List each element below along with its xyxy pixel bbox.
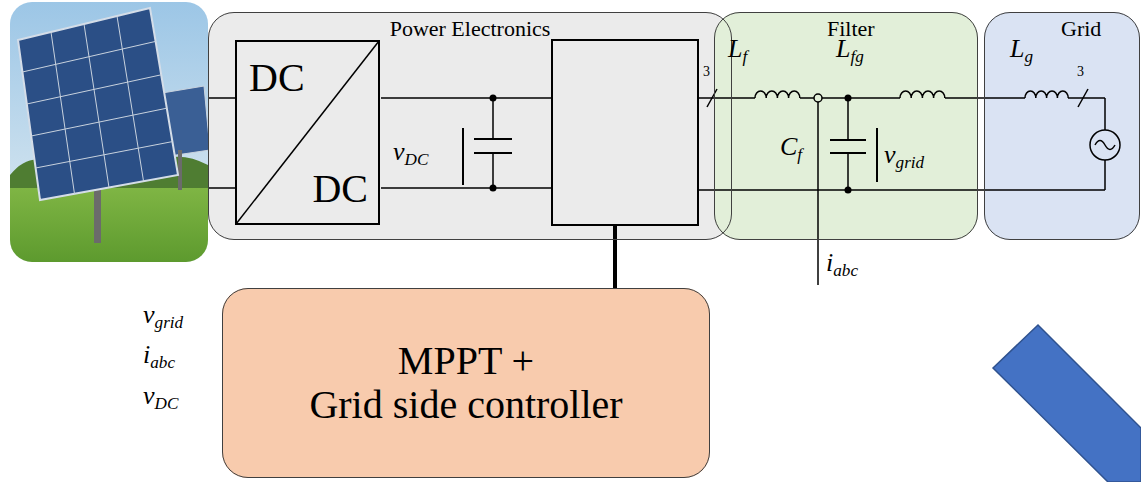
control-connection xyxy=(613,240,617,288)
inductor-symbol xyxy=(900,91,945,98)
panel-fill xyxy=(208,12,732,240)
grid-source xyxy=(1090,130,1120,160)
signal-name: iabc xyxy=(143,340,175,370)
converter-label: DC xyxy=(312,167,368,211)
panel-fill xyxy=(984,12,1140,240)
component-name: Lfg xyxy=(836,34,864,64)
converter-diagonal xyxy=(236,41,379,224)
phase-count: 3 xyxy=(703,64,710,80)
sensor-leader xyxy=(817,102,819,285)
panel: Power ElectronicsDC DC xyxy=(208,12,732,240)
inductor-symbol xyxy=(1025,91,1068,98)
signal-name: vgrid xyxy=(884,140,924,170)
current-sensor xyxy=(814,94,822,102)
converter-box: DC DC xyxy=(235,40,380,225)
panel-fill xyxy=(714,12,978,240)
solar-panel-photo xyxy=(10,2,208,262)
inverter-box xyxy=(552,40,698,225)
signal-name: vDC xyxy=(393,137,428,167)
component-name: Cf xyxy=(780,132,802,162)
panel: Grid xyxy=(984,12,1140,240)
inductor-symbol xyxy=(755,91,800,98)
panel-title: Power Electronics xyxy=(209,17,731,41)
panel-fills xyxy=(208,12,1140,478)
controller-text: MPPT + xyxy=(398,339,534,383)
controller-box: MPPT +Grid side controller xyxy=(222,288,710,478)
signal-name: iabc xyxy=(826,248,858,278)
component-name: Lg xyxy=(1010,34,1033,64)
signal-name: vgrid xyxy=(143,300,183,330)
panel-title: Filter xyxy=(827,17,875,41)
component-name: Lf xyxy=(728,34,747,64)
panel-title: Grid xyxy=(1061,17,1101,41)
converter-label: DC xyxy=(249,56,305,100)
controller-text: Grid side controller xyxy=(309,383,622,427)
panel-fill xyxy=(222,288,710,478)
blue-shape xyxy=(993,325,1141,482)
signal-name: vDC xyxy=(143,381,178,411)
phase-count: 3 xyxy=(1077,64,1084,80)
